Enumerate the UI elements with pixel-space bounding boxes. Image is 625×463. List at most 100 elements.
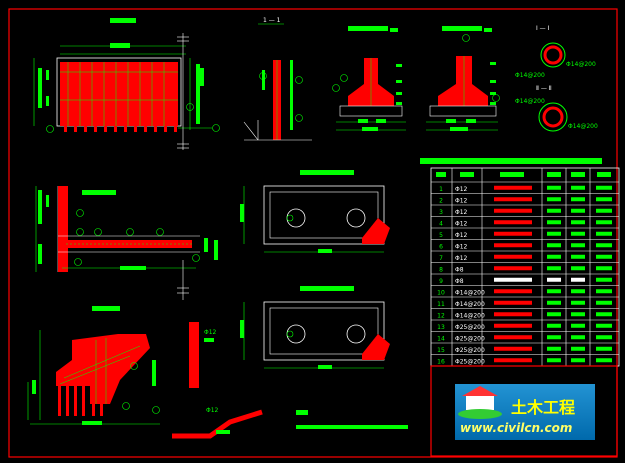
plan-wall-vertical [58, 186, 68, 272]
table-cell-value [547, 208, 561, 213]
table-cell-value [596, 254, 612, 259]
table-cell-no: 4 [439, 221, 443, 228]
table-cell-value [547, 323, 561, 328]
pile-section-1: Ⅰ — Ⅰ Φ14@200 Φ14@200 [515, 25, 596, 79]
table-cell-shape [494, 231, 532, 236]
table-title [420, 158, 602, 164]
table-cell-spec: Φ12 [455, 198, 468, 205]
table-cell-no: 8 [439, 267, 443, 274]
table-cell-no: 12 [437, 313, 445, 320]
logo-name: 土木工程 [511, 398, 575, 417]
table-cell-shape [494, 289, 532, 294]
cap-body [60, 62, 178, 126]
slab-2-hole-right [346, 324, 366, 344]
table-cell-value [571, 266, 585, 271]
table-cell-shape [494, 185, 532, 190]
pile-section-1-title: Ⅰ — Ⅰ [536, 25, 550, 32]
footing-b-body [438, 56, 488, 106]
table-cell-shape [494, 243, 532, 248]
table-header-cell [547, 172, 561, 177]
table-cell-value [596, 231, 612, 236]
table-cell-value [547, 312, 561, 317]
table-cell-value [596, 185, 612, 190]
table-cell-value [596, 289, 612, 294]
table-cell-value [571, 208, 585, 213]
table-cell-spec: Φ25@200 [455, 359, 485, 366]
bar-bent [172, 409, 263, 439]
table-cell-value [547, 300, 561, 305]
table-cell-value [596, 323, 612, 328]
bar-detail-bent: Φ12 [172, 407, 263, 439]
pile-2-rebar-ring [542, 106, 564, 128]
table-cell-spec: Φ25@200 [455, 324, 485, 331]
l-shaped-plan [35, 186, 218, 300]
table-cell-value [571, 289, 585, 294]
drawing-frame [8, 8, 618, 458]
table-cell-value [547, 266, 561, 271]
table-cell-spec: Φ8 [455, 278, 464, 285]
table-cell-spec: Φ14@200 [455, 301, 485, 308]
table-cell-value [596, 346, 612, 351]
table-cell-spec: Φ12 [455, 221, 468, 228]
table-cell-value [596, 358, 612, 363]
slab-1-hole-right [346, 208, 366, 228]
table-cell-spec: Φ12 [455, 232, 468, 239]
table-cell-no: 6 [439, 244, 443, 251]
pile-1-rebar-ring [543, 45, 563, 65]
table-cell-value [596, 266, 612, 271]
table-cell-value [571, 254, 585, 259]
table-cell-value [596, 312, 612, 317]
bar-detail-vertical: Φ12 [189, 322, 217, 388]
table-cell-no: 11 [437, 301, 445, 308]
table-cell-no: 16 [437, 359, 445, 366]
table-cell-no: 10 [437, 290, 445, 297]
bent-detail [27, 306, 160, 425]
table-cell-value [547, 358, 561, 363]
pile-section-2: Ⅱ — Ⅱ Φ14@200 Φ14@200 [515, 85, 598, 132]
table-cell-no: 13 [437, 324, 445, 331]
table-cell-value [571, 231, 585, 236]
footing-section-b [426, 26, 500, 131]
table-cell-value [571, 346, 585, 351]
table-cell-value [547, 254, 561, 259]
table-cell-shape [494, 346, 532, 351]
table-cell-value [571, 323, 585, 328]
footing-section-a [332, 26, 406, 131]
table-cell-spec: Φ8 [455, 267, 464, 274]
slab-plan-1 [240, 170, 390, 253]
table-cell-value [547, 277, 561, 282]
slab-2-outline [263, 301, 385, 361]
table-cell-value [547, 243, 561, 248]
table-cell-no: 3 [439, 209, 443, 216]
table-cell-shape [494, 197, 532, 202]
logo-url[interactable]: www.civilcn.com [460, 421, 572, 435]
table-header-cell [597, 172, 611, 177]
front-elevation [33, 18, 220, 150]
table-cell-spec: Φ12 [455, 186, 468, 193]
table-cell-value [571, 185, 585, 190]
table-cell-value [596, 197, 612, 202]
table-cell-value [571, 220, 585, 225]
table-cell-value [571, 358, 585, 363]
table-cell-spec: Φ25@200 [455, 336, 485, 343]
table-cell-no: 9 [439, 278, 443, 285]
house-icon [458, 386, 502, 419]
title-block-front [110, 18, 136, 23]
table-header-cell [571, 172, 585, 177]
pile-section-2-title: Ⅱ — Ⅱ [536, 85, 552, 92]
table-cell-spec: Φ12 [455, 209, 468, 216]
table-cell-value [547, 231, 561, 236]
logo-box: 土木工程 www.civilcn.com [430, 365, 618, 457]
table-cell-value [571, 277, 585, 282]
section-1-1-title: 1 — 1 [263, 17, 281, 24]
table-cell-value [547, 220, 561, 225]
bar-vertical [189, 322, 199, 388]
table-cell-spec: Φ25@200 [455, 347, 485, 354]
table-cell-no: 1 [439, 186, 443, 193]
table-cell-no: 2 [439, 198, 443, 205]
table-cell-shape [494, 254, 532, 259]
table-cell-value [571, 335, 585, 340]
